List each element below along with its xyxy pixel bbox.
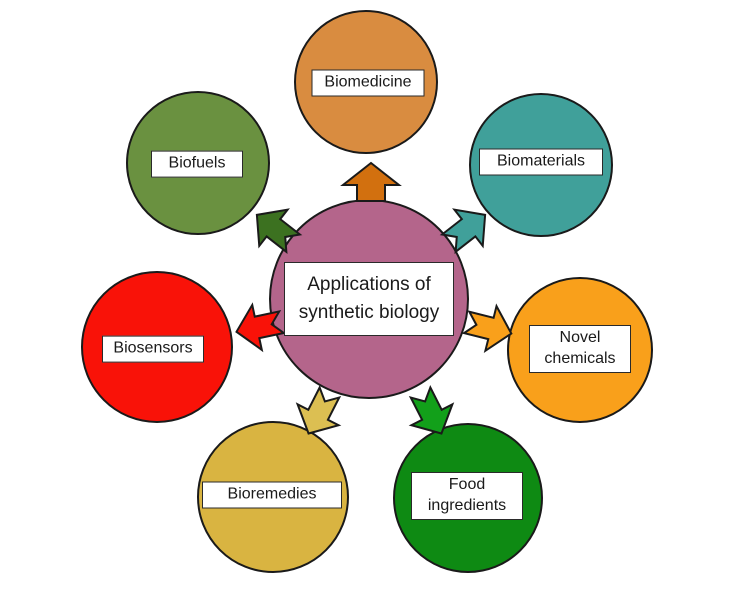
label-biofuels: Biofuels xyxy=(151,150,243,178)
label-biosensors-text: Biosensors xyxy=(113,339,193,357)
arrow-biosensors xyxy=(235,302,287,353)
label-food-ingredients: Food ingredients xyxy=(411,472,523,520)
label-biomaterials-text: Biomaterials xyxy=(496,152,586,170)
arrow-bioremedies xyxy=(295,385,342,435)
arrow-biomedicine xyxy=(340,161,402,202)
label-center-text: Applications of synthetic biology xyxy=(298,274,440,323)
label-center: Applications of synthetic biology xyxy=(284,262,454,336)
label-biomaterials: Biomaterials xyxy=(479,148,603,176)
arrow-food-ingredients xyxy=(408,385,455,435)
arrow-novel-chemicals xyxy=(461,303,513,354)
label-novel-chemicals: Novel chemicals xyxy=(529,325,631,373)
label-biomedicine-text: Biomedicine xyxy=(324,73,412,91)
label-bioremedies: Bioremedies xyxy=(202,481,342,509)
label-biosensors: Biosensors xyxy=(102,335,204,363)
arrow-biomaterials xyxy=(439,208,487,255)
arrow-biofuels xyxy=(255,208,303,255)
label-food-ingredients-text: Food ingredients xyxy=(427,476,507,514)
label-bioremedies-text: Bioremedies xyxy=(227,485,317,503)
label-biomedicine: Biomedicine xyxy=(311,69,425,97)
label-biofuels-text: Biofuels xyxy=(168,154,226,172)
label-novel-chemicals-text: Novel chemicals xyxy=(544,329,616,367)
